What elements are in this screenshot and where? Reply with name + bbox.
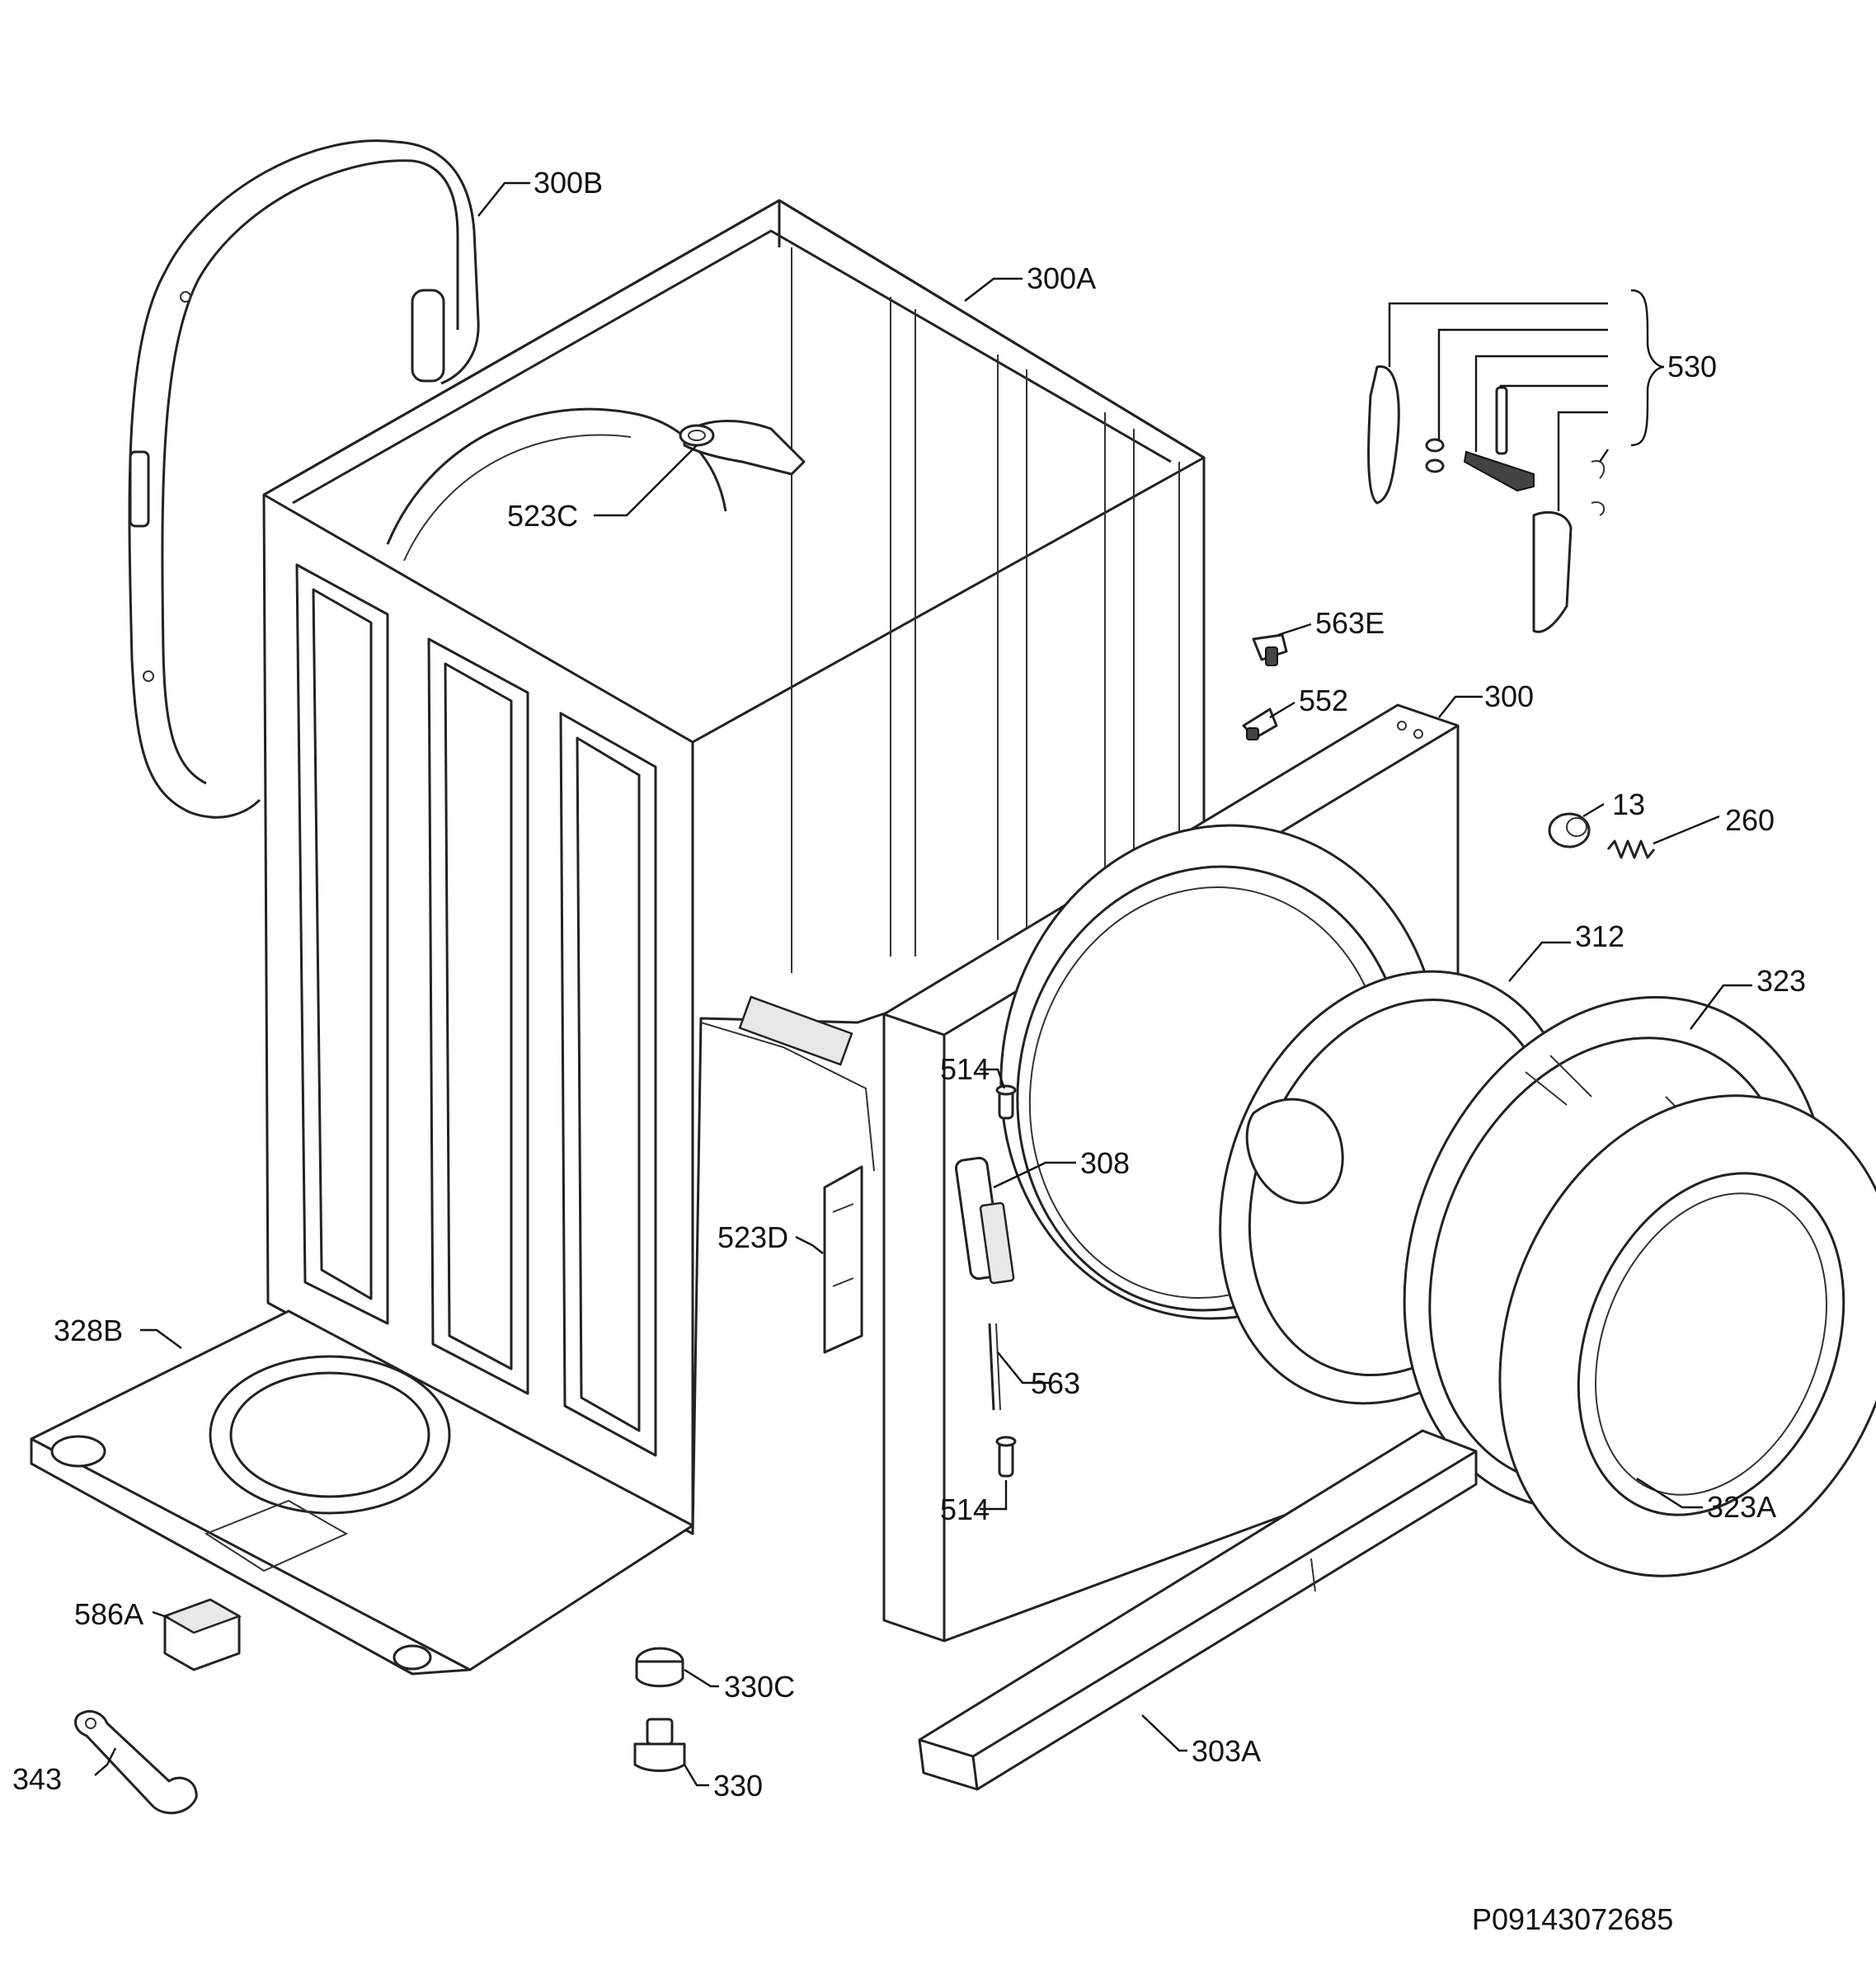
part-328B-base-tray	[30, 1309, 694, 1676]
leader-323	[1690, 984, 1752, 1030]
leader-300	[1438, 695, 1483, 718]
leader-308	[993, 1161, 1076, 1189]
part-13-bushing	[1548, 812, 1591, 848]
leader-343	[94, 1747, 117, 1776]
part-563-rod	[988, 1323, 1001, 1411]
leader-328B	[140, 1328, 182, 1349]
label-552: 552	[1299, 684, 1348, 717]
part-260-spring	[1606, 839, 1656, 859]
label-13: 13	[1612, 787, 1645, 821]
leader-300B	[477, 181, 530, 217]
part-530-hinge-assembly	[1367, 365, 1606, 633]
leader-563	[997, 1351, 1051, 1384]
label-300A: 300A	[1027, 261, 1096, 295]
label-563E: 563E	[1315, 606, 1385, 640]
part-552-clip	[1242, 707, 1278, 740]
part-563E-clip	[1252, 633, 1288, 666]
leader-552	[1269, 701, 1295, 719]
label-300: 300	[1484, 679, 1534, 713]
label-343: 343	[12, 1762, 62, 1796]
label-308: 308	[1080, 1146, 1130, 1180]
leader-312	[1508, 941, 1571, 982]
part-514-screw-top	[995, 1084, 1017, 1120]
label-563: 563	[1031, 1366, 1080, 1400]
part-523D-bracket	[823, 1165, 863, 1354]
leader-lines	[94, 181, 1752, 1787]
part-323A-door-trim	[1498, 1094, 1876, 1577]
part-514-screw-bottom	[995, 1436, 1017, 1478]
label-330C: 330C	[724, 1670, 795, 1704]
label-303A: 303A	[1192, 1734, 1261, 1768]
leader-260	[1653, 815, 1720, 845]
reference-code: P09143072685	[1472, 1902, 1673, 1936]
label-328B: 328B	[54, 1314, 123, 1347]
leader-514-bottom	[980, 1480, 1008, 1511]
leader-303A	[1141, 1714, 1187, 1752]
label-523C: 523C	[507, 499, 578, 533]
label-330: 330	[713, 1769, 763, 1803]
part-303A-plinth	[918, 1429, 1478, 1791]
part-343-spanner	[74, 1710, 198, 1815]
part-300B-rear-seal	[128, 139, 480, 819]
part-330-foot	[633, 1718, 686, 1772]
label-323: 323	[1756, 964, 1806, 998]
label-586A: 586A	[74, 1597, 143, 1631]
leader-323A	[1636, 1477, 1703, 1509]
leader-523C	[594, 444, 698, 517]
label-530: 530	[1667, 350, 1717, 383]
part-308-door-lock	[954, 1156, 1015, 1285]
leader-563E	[1277, 623, 1312, 637]
leader-586A	[152, 1610, 170, 1619]
leader-530-group	[1388, 302, 1609, 511]
label-300B: 300B	[534, 166, 603, 200]
leader-13	[1582, 802, 1605, 818]
leader-523D	[795, 1235, 824, 1254]
leader-300A	[964, 277, 1023, 302]
leader-330	[683, 1764, 709, 1787]
label-323A: 323A	[1707, 1490, 1776, 1524]
label-514-top: 514	[940, 1052, 990, 1086]
part-586A-pump	[162, 1598, 242, 1671]
label-514-bottom: 514	[940, 1492, 990, 1526]
leader-530-brace	[1630, 289, 1665, 447]
part-523C-hose-clip	[679, 420, 806, 476]
label-523D: 523D	[717, 1220, 788, 1254]
part-330C-foot-nut	[635, 1647, 684, 1688]
label-260: 260	[1725, 803, 1775, 837]
label-312: 312	[1575, 919, 1624, 953]
part-300A-cabinet	[262, 199, 1206, 1535]
leader-514-top	[980, 1068, 1006, 1089]
leader-330C	[684, 1668, 719, 1688]
callout-labels: 300B 300A 530 523C 563E 552 300 13 260 3…	[12, 166, 1806, 1803]
